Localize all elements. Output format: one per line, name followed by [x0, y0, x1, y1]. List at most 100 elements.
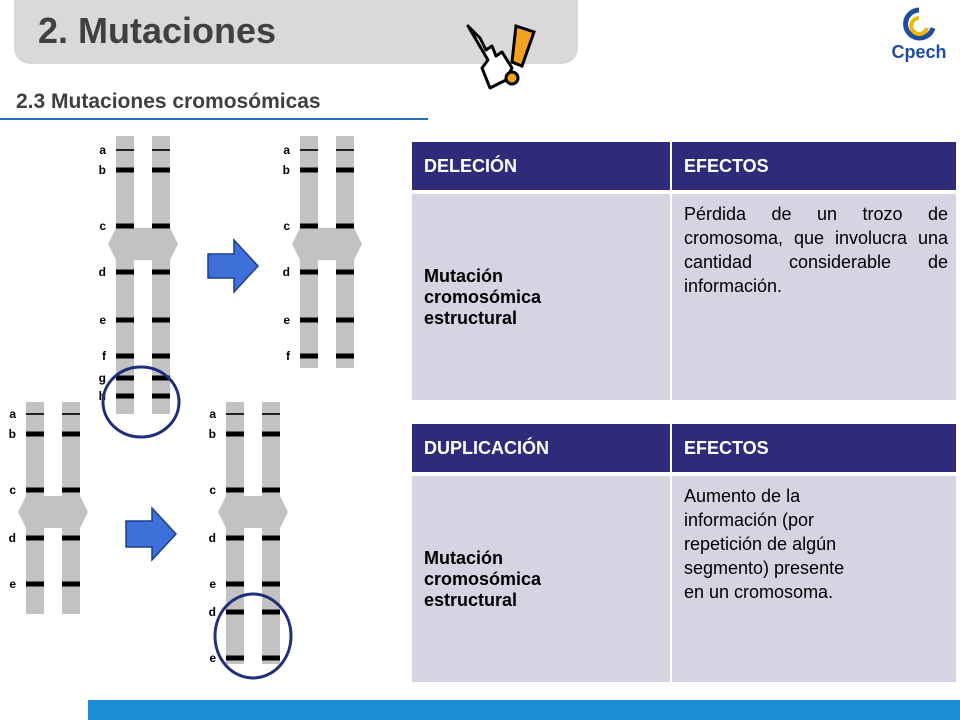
gene-band: [26, 487, 44, 493]
gene-label: d: [283, 265, 290, 279]
gene-band: [300, 167, 318, 173]
gene-band: [152, 269, 170, 275]
gene-band: [116, 223, 134, 229]
gene-label: d: [209, 605, 216, 619]
type-line: estructural: [424, 589, 518, 610]
gene-label: e: [209, 651, 216, 665]
gene-label: e: [99, 313, 106, 327]
gene-label: f: [286, 349, 291, 363]
gene-band: [336, 167, 354, 173]
gene-label: c: [283, 219, 290, 233]
mutation-type-cell: Mutación cromosómica estructural: [412, 472, 672, 682]
gene-band: [152, 223, 170, 229]
gene-band: [226, 581, 244, 587]
gene-band: [62, 413, 80, 415]
chromatid-left: [116, 136, 134, 414]
type-line: Mutación: [424, 265, 503, 286]
gene-band: [152, 167, 170, 173]
gene-band: [116, 167, 134, 173]
gene-label: b: [283, 163, 290, 177]
gene-band: [262, 431, 280, 437]
chromatid-right: [152, 136, 170, 414]
deletion-result-chromosome: ab c d e f: [283, 136, 362, 368]
effect-line: información (por: [684, 510, 815, 530]
gene-band: [62, 535, 80, 541]
gene-band: [152, 149, 170, 151]
gene-band: [226, 655, 244, 661]
chromatid-left: [226, 402, 244, 664]
gene-band: [262, 535, 280, 541]
deletion-arrow: [207, 238, 260, 294]
gene-band: [26, 581, 44, 587]
gene-band: [262, 655, 280, 661]
gene-label: e: [209, 577, 216, 591]
type-line: cromosómica: [424, 568, 542, 589]
gene-label: d: [99, 265, 106, 279]
mutation-type-cell: Mutación cromosómica estructural: [412, 190, 672, 400]
gene-label: a: [9, 407, 16, 421]
gene-label: d: [209, 531, 216, 545]
duplication-header: DUPLICACIÓN: [412, 424, 672, 474]
type-line: Mutación: [424, 547, 503, 568]
duplication-arrow: [125, 506, 178, 562]
effect-line: Aumento de la: [684, 486, 801, 506]
gene-band: [300, 149, 318, 151]
gene-band: [336, 149, 354, 151]
gene-band: [116, 269, 134, 275]
hand-warning-icon: [466, 23, 536, 90]
gene-label: a: [283, 143, 290, 157]
chromatid-right: [262, 402, 280, 664]
effect-cell: Pérdida de un trozo de cromosoma, que in…: [671, 190, 958, 400]
gene-band: [116, 375, 134, 381]
duplicated-segment-circle: [213, 592, 293, 680]
gene-label: g: [99, 371, 106, 385]
type-line: estructural: [424, 307, 518, 328]
hand-outline: [466, 24, 514, 90]
type-line: cromosómica: [424, 286, 542, 307]
effect-line: segmento) presente: [684, 558, 845, 578]
logo-text: Cpech: [891, 42, 947, 62]
gene-label: e: [283, 313, 290, 327]
gene-label: f: [102, 349, 107, 363]
centromere: [18, 496, 88, 528]
gene-band: [300, 317, 318, 323]
gene-label: d: [9, 531, 16, 545]
deleted-segment-circle: [101, 365, 181, 439]
effects-header: EFECTOS: [671, 142, 958, 192]
gene-label: c: [209, 483, 216, 497]
effects-header: EFECTOS: [671, 424, 958, 474]
gene-label: a: [99, 143, 106, 157]
gene-band: [116, 353, 134, 359]
gene-label: a: [209, 407, 216, 421]
cpech-logo-mark: [903, 7, 936, 41]
centromere: [108, 228, 178, 260]
gene-band: [62, 581, 80, 587]
gene-label: c: [99, 219, 106, 233]
footer-bar: [88, 700, 960, 720]
duplication-table: DUPLICACIÓN EFECTOS Mutación cromosómica…: [412, 424, 958, 682]
gene-band: [300, 223, 318, 229]
gene-band: [262, 413, 280, 415]
gene-band: [226, 535, 244, 541]
deletion-header: DELECIÓN: [412, 142, 672, 192]
gene-band: [26, 535, 44, 541]
gene-band: [26, 431, 44, 437]
effect-line: repetición de algún: [684, 534, 837, 554]
gene-band: [26, 413, 44, 415]
gene-label: b: [209, 427, 216, 441]
gene-band: [300, 353, 318, 359]
gene-band: [62, 431, 80, 437]
gene-label: b: [9, 427, 16, 441]
gene-band: [336, 353, 354, 359]
gene-band: [226, 609, 244, 615]
exclamation-mark: [504, 23, 536, 86]
section-subtitle: 2.3 Mutaciones cromosómicas: [16, 90, 321, 113]
gene-band: [116, 317, 134, 323]
effect-cell: Aumento de la información (por repetició…: [671, 472, 958, 682]
gene-band: [152, 375, 170, 381]
gene-band: [116, 393, 134, 399]
deletion-table: DELECIÓN EFECTOS Mutación cromosómica es…: [412, 142, 958, 400]
